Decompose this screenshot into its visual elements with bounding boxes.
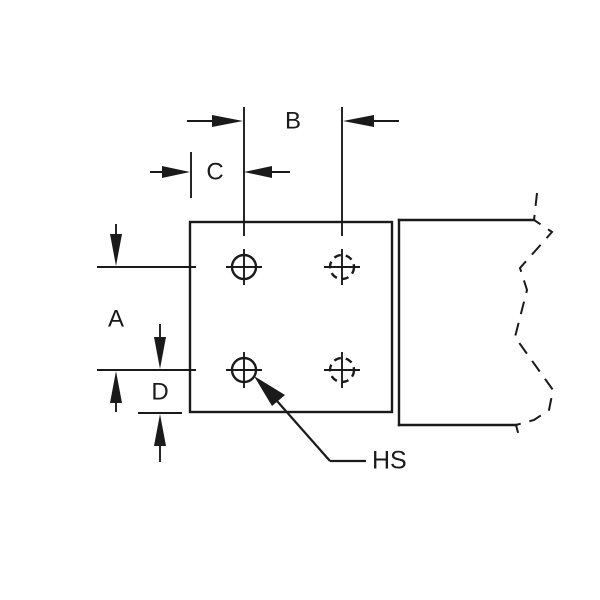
hole-bottom-left <box>226 352 262 388</box>
dimension-a: A <box>108 224 124 412</box>
adjoining-member-outline <box>397 218 536 427</box>
dimension-a-label: A <box>108 305 124 332</box>
hs-callout: HS <box>254 376 407 475</box>
break-line <box>513 192 555 441</box>
dimension-d-label: D <box>151 378 168 405</box>
hole-bottom-right <box>324 352 360 388</box>
hole-top-right <box>324 249 360 285</box>
dimension-b-label: B <box>285 107 301 134</box>
dimension-d: D <box>151 324 169 462</box>
dimension-c: C <box>150 158 290 185</box>
gusset-plate-outline <box>188 220 394 414</box>
dimension-c-label: C <box>206 158 223 185</box>
hole-top-left <box>226 249 262 285</box>
dimension-b: B <box>187 107 399 134</box>
hs-label: HS <box>372 447 407 475</box>
